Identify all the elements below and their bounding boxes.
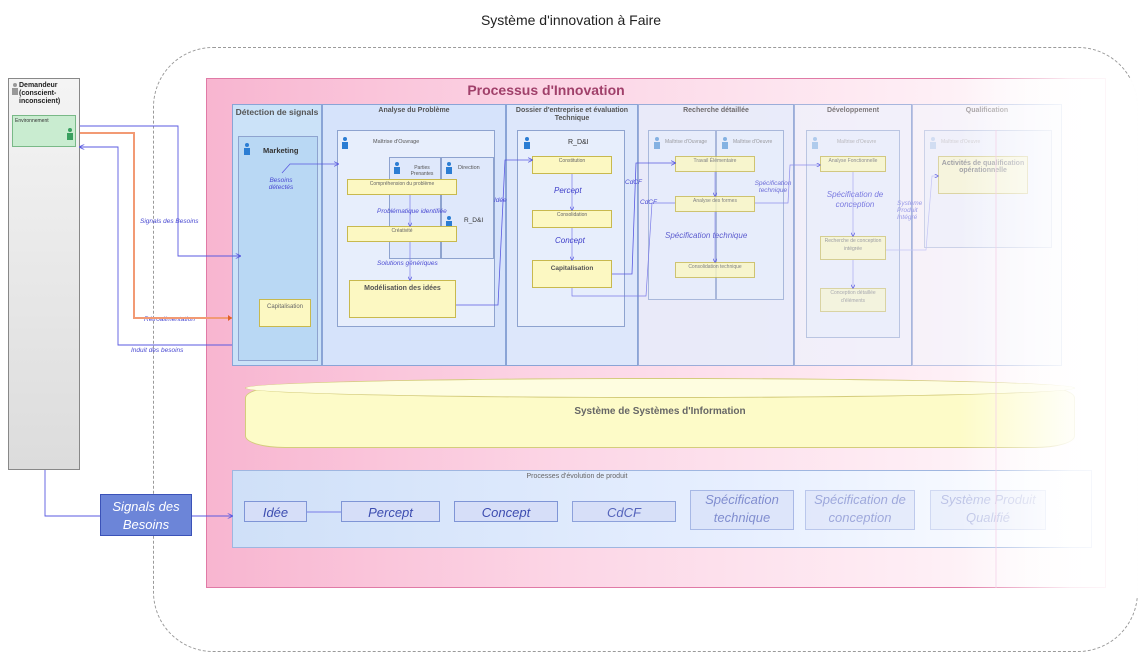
actor-icon — [342, 137, 348, 149]
phase-title: Dossier d'entreprise et évaluation Techn… — [515, 107, 629, 122]
retro-arrow — [80, 132, 232, 319]
sub-role-label: Maîtrise d'Oeuvre — [733, 139, 773, 145]
evolution-item: Percept — [341, 501, 440, 522]
box-label: Conception détaillée d'éléments — [830, 290, 876, 304]
evolution-title: Processes d'évolution de produit — [526, 473, 628, 480]
environnement-label: Environnement — [15, 118, 49, 124]
actor-icon — [722, 137, 728, 149]
signals-arrow — [80, 125, 240, 256]
actor-icon — [446, 162, 452, 174]
demandeur-label: Demandeur (conscient-inconscient) — [19, 82, 61, 105]
process-box: Analyse Fonctionnelle — [820, 156, 886, 172]
flow-label: Problématique identifiée — [377, 208, 447, 215]
process-box: Travail Élémentaire — [675, 156, 755, 172]
flow-label: CdCF — [640, 199, 657, 206]
evolution-item: Concept — [454, 501, 558, 522]
signals-besoins-box: Signals des Besoins — [100, 494, 192, 536]
evolution-item: Spécification technique — [690, 490, 794, 530]
phase-title: Développement — [826, 107, 880, 114]
signals-label: Signals des Besoins — [140, 218, 199, 225]
evolution-item: Spécification de conception — [805, 490, 915, 530]
phase-title: Recherche détaillée — [683, 107, 749, 114]
role-label: Maîtrise d'Oeuvre — [837, 139, 877, 145]
role-label: R_D&I — [568, 139, 589, 146]
sub-role-label: Maîtrise d'Ouvrage — [665, 139, 708, 145]
sub-lane: Direction R_D&I — [441, 157, 494, 259]
box-label: Modélisation des idées — [364, 285, 441, 292]
box-label: Compréhension du problème — [369, 181, 435, 187]
actor-icon — [394, 162, 400, 174]
box-label: Recherche de conception intégrée — [824, 238, 882, 252]
processus-title: Processus d'Innovation — [467, 82, 625, 98]
role-label: Marketing — [263, 146, 299, 155]
box-label: Capitalisation — [266, 304, 304, 310]
actor-icon — [812, 137, 818, 149]
box-label: Constitution — [558, 158, 586, 164]
actor-icon — [244, 143, 250, 155]
actor-icon — [654, 137, 660, 149]
process-box: Compréhension du problème — [347, 179, 457, 195]
sub-role-label: R_D&I — [464, 217, 484, 224]
process-box: Créativité — [347, 226, 457, 242]
flow-label: Spécification technique — [665, 231, 748, 240]
box-label: Travail Élémentaire — [693, 158, 737, 164]
flow-label: Besoins détectés — [268, 177, 294, 191]
box-label: Capitalisation — [550, 265, 594, 272]
flow-label: Concept — [555, 236, 585, 245]
actor-icon — [12, 83, 18, 95]
evolution-item: Idée — [244, 501, 307, 522]
process-box: Constitution — [532, 156, 612, 174]
flow-label: Spécification de conception — [826, 190, 884, 209]
sub-lane: Parties Prenantes — [389, 157, 441, 259]
actor-icon — [930, 137, 936, 149]
flow-label: Système Produit Intégré — [897, 200, 923, 221]
phase-title: Détection de signals — [235, 107, 319, 117]
actor-icon — [524, 137, 530, 149]
flow-label: Percept — [554, 186, 582, 195]
phase-title: Analyse du Problème — [378, 107, 450, 114]
box-label: Consolidation technique — [688, 264, 742, 270]
sis-label: Système de Systèmes d'Information — [574, 406, 746, 417]
actor-icon — [446, 216, 452, 228]
box-label: Consolidation — [556, 212, 588, 218]
box-label: Créativité — [391, 228, 413, 234]
evolution-item: CdCF — [572, 501, 676, 522]
induit-label: Induit des besoins — [131, 347, 184, 354]
flow-label: Spécification technique — [754, 180, 792, 194]
capitalisation-box: Capitalisation — [259, 299, 311, 327]
sub-role-label: Direction — [458, 165, 480, 171]
box-label: Analyse Fonctionnelle — [828, 158, 878, 164]
diagram-title: Système d'innovation à Faire — [480, 12, 662, 28]
flow-label: Solutions génériques — [377, 260, 438, 267]
role-label: Maîtrise d'Ouvrage — [373, 139, 420, 145]
flow-label: Idée — [494, 197, 507, 204]
process-box: Conception détaillée d'éléments — [820, 288, 886, 312]
environnement-box: Environnement — [12, 115, 76, 147]
actor-icon — [67, 128, 73, 140]
retro-label: Rétroalimentation — [144, 316, 195, 323]
process-box: Modélisation des idées — [349, 280, 456, 318]
flow-label: CdCF — [625, 179, 642, 186]
sub-role-label: Parties Prenantes — [410, 165, 434, 177]
fade-overlay — [960, 78, 1142, 598]
induit-arrow — [80, 147, 232, 346]
signals-box-arrow — [44, 470, 100, 517]
box-label: Analyse des formes — [693, 198, 737, 204]
